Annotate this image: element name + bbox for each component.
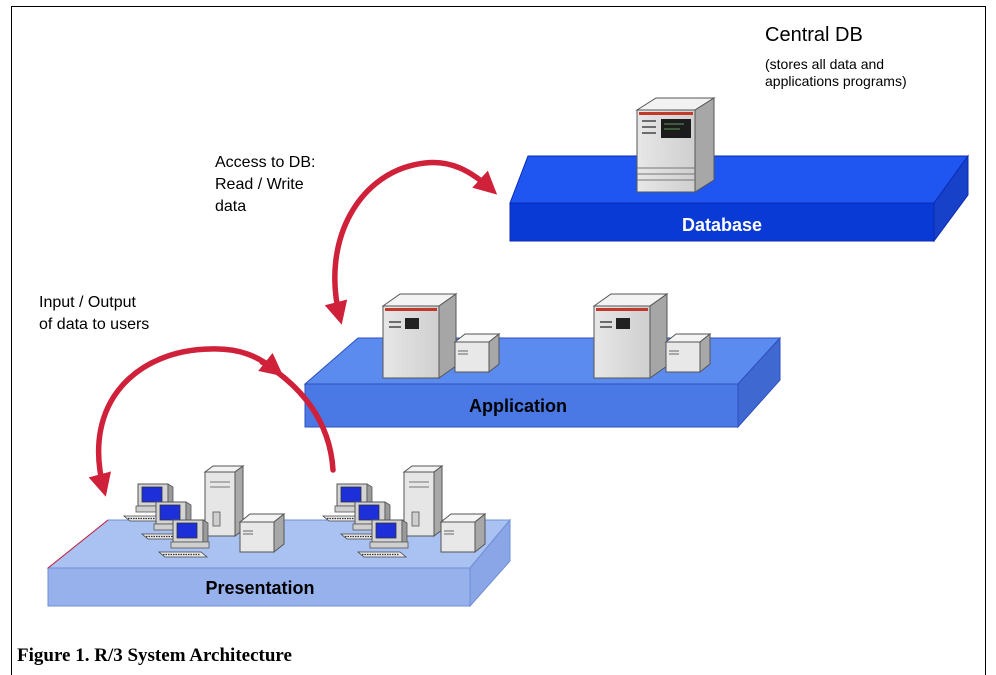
io-note: Input / Output of data to users [39, 294, 150, 333]
central-db-title: Central DB [765, 24, 863, 46]
access-arrow [324, 159, 498, 325]
access-note: Access to DB: Read / Write data [215, 154, 316, 215]
central-db-subtitle: (stores all data and applications progra… [765, 56, 907, 89]
io-arrow-return [259, 359, 336, 473]
figure-caption: Figure 1. R/3 System Architecture [17, 645, 292, 666]
database-platform [509, 154, 969, 243]
application-server-icon [382, 293, 500, 379]
io-arrow [88, 346, 284, 497]
database-server-icon [635, 97, 716, 193]
presentation-label: Presentation [205, 578, 314, 598]
disk-unit-icon [239, 513, 285, 553]
disk-unit-icon [440, 513, 486, 553]
application-server-icon [593, 293, 711, 379]
application-label: Application [469, 396, 567, 416]
database-label: Database [682, 215, 762, 235]
diagram-frame [11, 6, 986, 675]
tower-computer-icon [204, 465, 244, 537]
tower-computer-icon [403, 465, 443, 537]
